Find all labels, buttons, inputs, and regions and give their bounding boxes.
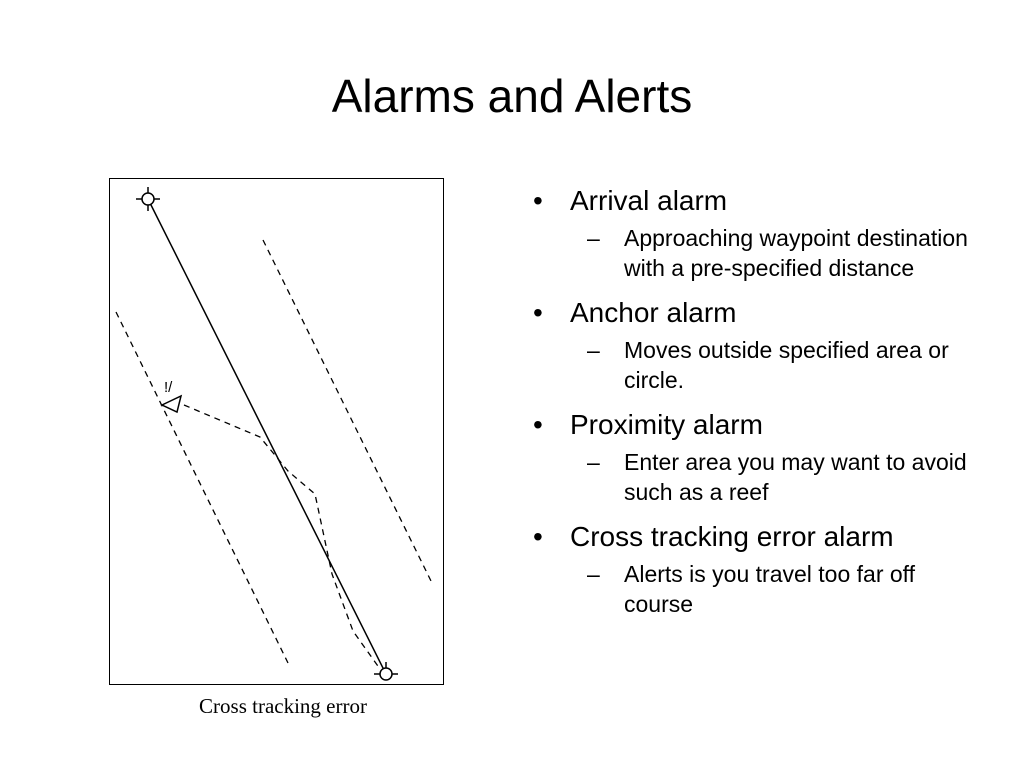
bullet-glyph: • bbox=[533, 297, 543, 328]
figure-caption: Cross tracking error bbox=[199, 694, 367, 718]
bullet-item-cross-tracking: • Cross tracking error alarm – Alerts is… bbox=[533, 519, 983, 619]
sub-bullet-item: – Alerts is you travel too far off cours… bbox=[578, 559, 983, 619]
sub-bullet-label: Moves outside specified area or circle. bbox=[624, 337, 949, 393]
corridor-left-boundary bbox=[115, 311, 289, 664]
sub-bullet-glyph: – bbox=[587, 449, 600, 475]
sub-bullet-item: – Approaching waypoint destination with … bbox=[578, 223, 983, 283]
bullet-item-proximity: • Proximity alarm – Enter area you may w… bbox=[533, 407, 983, 507]
slide-title: Alarms and Alerts bbox=[331, 70, 693, 122]
bullet-label: Proximity alarm bbox=[570, 409, 763, 440]
sub-bullet-glyph: – bbox=[587, 561, 600, 587]
vessel-triangle-icon bbox=[160, 394, 183, 414]
sub-bullet-item: – Enter area you may want to avoid such … bbox=[578, 447, 983, 507]
cross-track-diagram: !/ bbox=[115, 187, 433, 681]
bullet-glyph: • bbox=[533, 409, 543, 440]
corridor-right-boundary bbox=[262, 239, 433, 584]
sub-bullet-item: – Moves outside specified area or circle… bbox=[578, 335, 983, 395]
sub-bullet-glyph: – bbox=[587, 337, 600, 363]
bullet-glyph: • bbox=[533, 521, 543, 552]
sub-bullet-label: Approaching waypoint destination with a … bbox=[624, 225, 968, 281]
bullet-glyph: • bbox=[533, 185, 543, 216]
bullet-list: • Arrival alarm – Approaching waypoint d… bbox=[533, 183, 983, 631]
bullet-label: Arrival alarm bbox=[570, 185, 728, 216]
waypoint-end-icon bbox=[374, 662, 398, 681]
bullet-label: Anchor alarm bbox=[570, 297, 737, 328]
bullet-item-anchor: • Anchor alarm – Moves outside specified… bbox=[533, 295, 983, 395]
sub-bullet-label: Alerts is you travel too far off course bbox=[624, 561, 916, 617]
sub-bullet-label: Enter area you may want to avoid such as… bbox=[624, 449, 967, 505]
waypoint-start-icon bbox=[136, 187, 160, 211]
bullet-item-arrival: • Arrival alarm – Approaching waypoint d… bbox=[533, 183, 983, 283]
planned-course-line bbox=[147, 198, 387, 675]
cross-track-figure: !/ bbox=[109, 178, 444, 685]
sub-bullet-glyph: – bbox=[587, 225, 600, 251]
alert-mark: !/ bbox=[164, 379, 173, 396]
actual-track-line bbox=[183, 404, 381, 670]
bullet-label: Cross tracking error alarm bbox=[570, 521, 894, 552]
